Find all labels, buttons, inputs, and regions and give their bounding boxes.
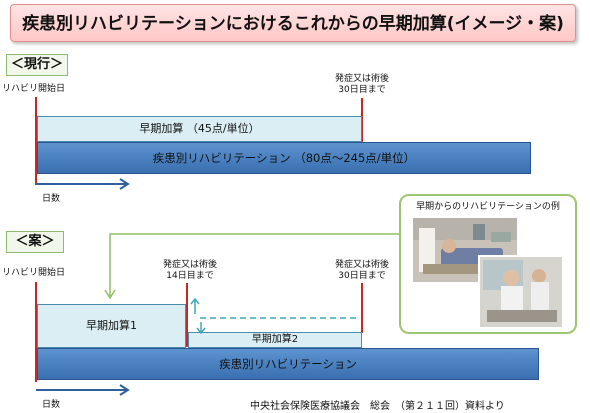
current-end-line bbox=[361, 98, 363, 144]
current-axis-label: 日数 bbox=[42, 194, 61, 204]
rehab-photo-2 bbox=[478, 255, 563, 329]
down-arrow-icon bbox=[196, 322, 206, 335]
proposal-end-label: 発症又は術後 30日目まで bbox=[334, 260, 389, 281]
current-day-arrow bbox=[36, 178, 130, 190]
section-current-label: ＜現行＞ bbox=[6, 54, 68, 76]
page-title: 疾患別リハビリテーションにおけるこれからの早期加算(イメージ・案) bbox=[10, 4, 576, 42]
proposal-early1-bar: 早期加算1 bbox=[37, 304, 186, 348]
proposal-axis-label: 日数 bbox=[42, 400, 61, 410]
rehab-photos bbox=[413, 218, 563, 329]
section-proposal-label: ＜案＞ bbox=[6, 231, 64, 253]
proposal-mid-line bbox=[186, 283, 188, 347]
proposal-start-line bbox=[35, 282, 37, 382]
proposal-main-bar: 疾患別リハビリテーション bbox=[37, 348, 539, 380]
proposal-mid-label: 発症又は術後 14日目まで bbox=[162, 260, 217, 281]
rehab-photo-1 bbox=[413, 218, 517, 282]
source-footer: 中央社会保険医療協議会 総会 （第２１１回）資料より bbox=[250, 401, 505, 412]
current-main-bar: 疾患別リハビリテーション （80点～245点/単位） bbox=[37, 142, 531, 174]
photo-caption: 早期からのリハビリテーションの例 bbox=[416, 202, 560, 212]
level-change-markers bbox=[190, 297, 360, 335]
current-end-label: 発症又は術後 30日目まで bbox=[334, 74, 389, 95]
up-arrow-icon bbox=[190, 297, 200, 314]
proposal-start-label: リハビリ開始日 bbox=[2, 268, 66, 278]
current-early-bar: 早期加算 （45点/単位） bbox=[37, 116, 362, 142]
proposal-end-line bbox=[361, 283, 363, 333]
proposal-day-arrow bbox=[36, 384, 130, 396]
proposal-early2-bar: 早期加算2 bbox=[188, 332, 362, 348]
current-start-label: リハビリ開始日 bbox=[2, 84, 66, 94]
current-start-line bbox=[35, 97, 37, 185]
callout-connector bbox=[104, 233, 399, 300]
early-rehab-photo-box: 早期からのリハビリテーションの例 bbox=[399, 194, 577, 334]
